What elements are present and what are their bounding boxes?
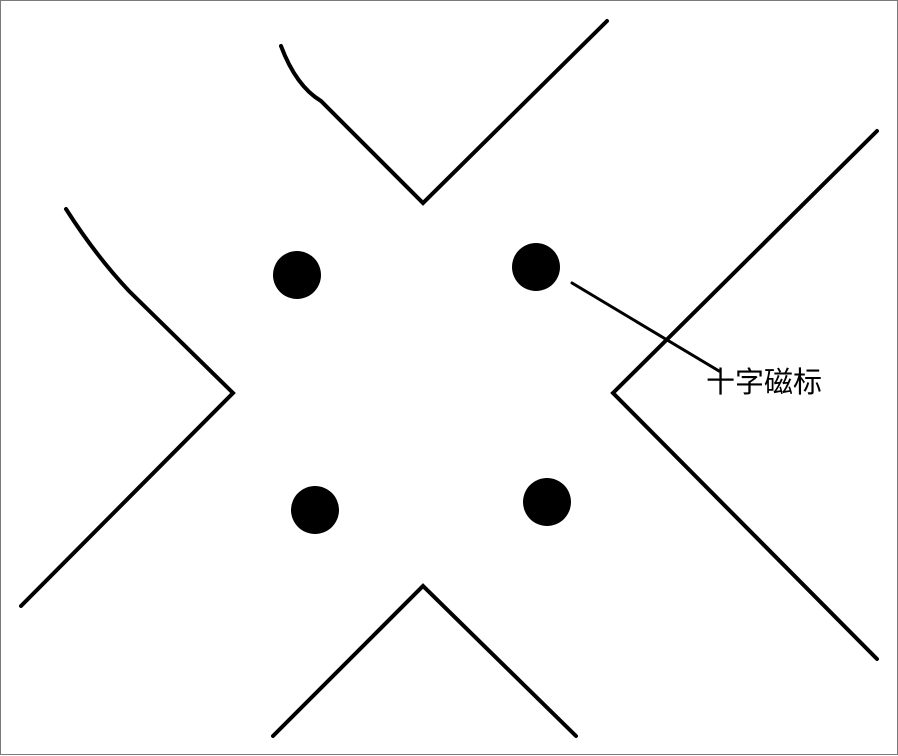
magnetic-marker-bottom-left — [291, 486, 339, 534]
annotation-leader-line — [570, 281, 721, 373]
road-edge-right — [610, 129, 879, 661]
road-edge-bottom — [271, 583, 578, 738]
annotation-label: 十字磁标 — [706, 365, 822, 399]
magnetic-marker-top-right — [512, 243, 560, 291]
magnetic-marker-top-left — [273, 251, 321, 299]
road-edge-top — [279, 19, 609, 206]
road-edge-left — [19, 207, 236, 608]
magnetic-marker-bottom-right — [523, 478, 571, 526]
